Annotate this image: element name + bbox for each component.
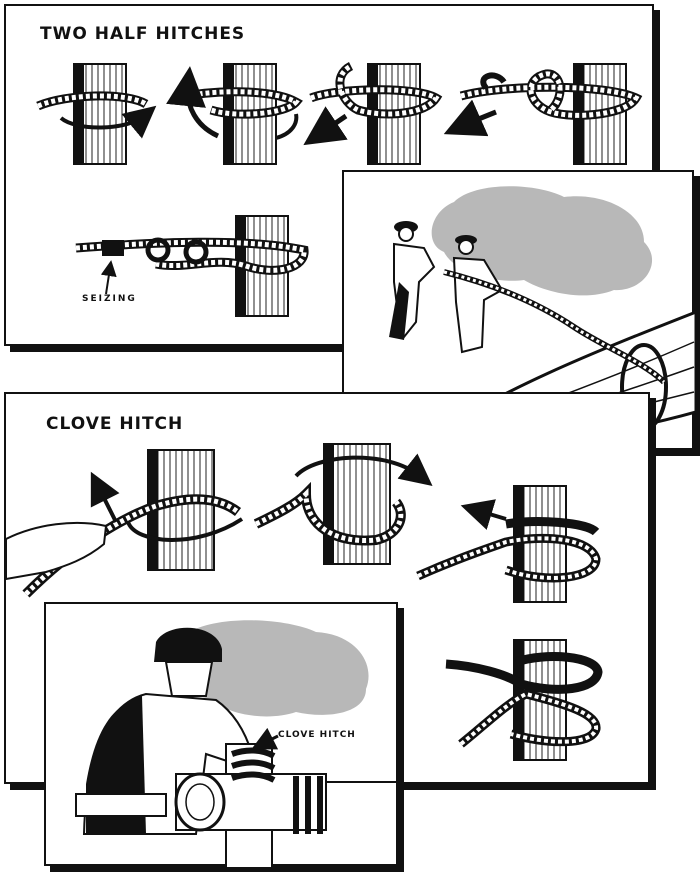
step-2-arrow-lower [275,113,299,140]
clove-step-1-arrow-up [90,471,120,523]
inset-arrow [251,727,279,750]
clove-step-2-arrow [294,453,433,486]
step-2-rope [176,87,303,119]
worker-2 [452,235,504,354]
step-3-rope [309,61,443,119]
step-2-arrow [166,66,220,139]
clove-step-3-arrow [460,499,507,530]
step-1-arrow [59,105,157,139]
two-half-hitches-illustrations [36,61,643,317]
step-4-rope [459,69,643,120]
inset-post-and-log [174,743,327,868]
two-half-hitches-title: TWO HALF HITCHES [40,24,246,44]
clove-hitch-inset-label: CLOVE HITCH [278,730,356,740]
clove-step-3-post [513,485,567,603]
clove-step-1-arrow [126,517,244,542]
worker-1 [389,221,436,340]
step-3-arrow [303,106,348,146]
clove-hitch-illustrations [6,443,603,761]
soldier [75,627,254,835]
clove-hitch-title: CLOVE HITCH [46,414,184,434]
hand [6,521,108,581]
seizing-arrow [100,260,117,295]
inset-cloud [179,620,369,717]
step-1-post [73,63,127,165]
clove-step-2-post [323,443,391,565]
seizing-label: SEIZING [82,294,137,304]
step-1-rope [36,91,149,111]
soldier-illustration [75,620,400,868]
step-4-arrow [443,99,497,137]
soldier-inset-panel: CLOVE HITCH [44,602,400,868]
finished-rope [75,237,309,275]
